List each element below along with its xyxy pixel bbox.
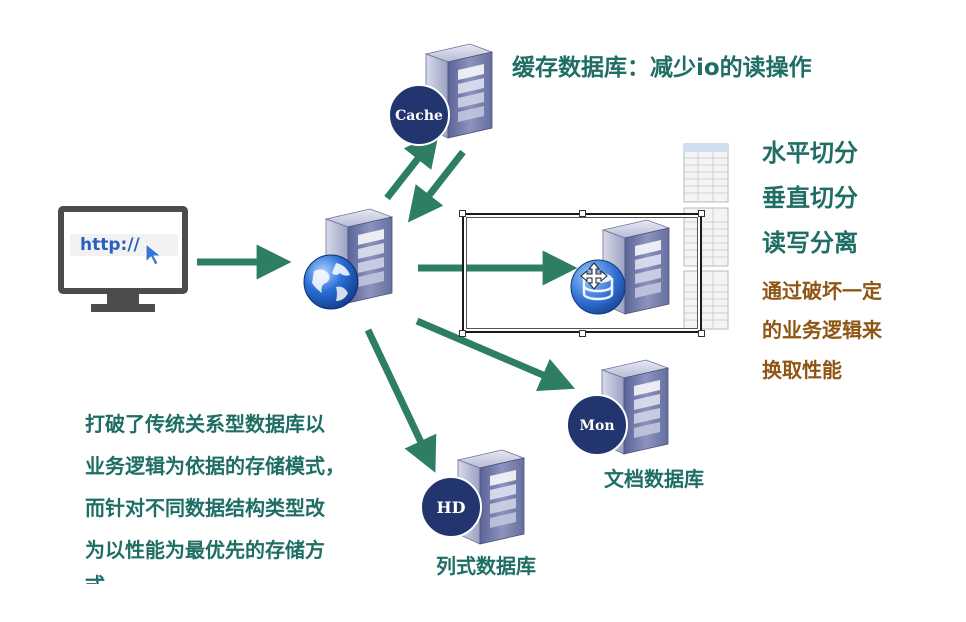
- tradeoff-note-line: 换取性能: [762, 358, 842, 382]
- nosql-description: 打破了传统关系型数据库以 业务逻辑为依据的存储模式， 而针对不同数据结构类型改 …: [0, 0, 420, 584]
- cache-server: Cache: [388, 40, 508, 146]
- spreadsheet-icon: [683, 270, 729, 330]
- spreadsheet-icon: [683, 143, 729, 203]
- selection-handle[interactable]: [459, 330, 466, 337]
- column-db-badge-text: HD: [437, 498, 466, 517]
- document-db-badge: Mon: [566, 394, 628, 456]
- column-db-caption: 列式数据库: [436, 554, 536, 578]
- cache-badge: Cache: [388, 84, 450, 146]
- cursor-icon: [145, 242, 163, 266]
- column-db-server: HD: [420, 446, 540, 554]
- selection-handle[interactable]: [698, 210, 705, 217]
- arrow-cache-to-app: [407, 149, 466, 223]
- client-monitor: http://: [58, 206, 188, 318]
- arrow-app-to-cache: [384, 131, 440, 201]
- cache-badge-text: Cache: [395, 108, 443, 124]
- tradeoff-note-line: 的业务逻辑来: [762, 318, 882, 342]
- description-line: 式: [85, 575, 105, 584]
- sharding-item-read-write: 读写分离: [762, 229, 858, 257]
- move-cursor-icon: [580, 262, 608, 290]
- app-server: [300, 205, 410, 315]
- cache-caption: 缓存数据库：减少io的读操作: [512, 55, 812, 81]
- selection-handle[interactable]: [698, 330, 705, 337]
- arrow-app-to-docdb: [415, 317, 576, 392]
- selection-handle[interactable]: [579, 330, 586, 337]
- sharding-item-horizontal: 水平切分: [762, 139, 858, 167]
- description-line: 业务逻辑为依据的存储模式，: [85, 454, 345, 478]
- description-line: 而针对不同数据结构类型改: [85, 496, 325, 520]
- sharding-item-vertical: 垂直切分: [762, 184, 858, 212]
- arrow-app-to-columndb: [364, 328, 437, 473]
- description-line: 打破了传统关系型数据库以: [85, 412, 325, 436]
- selection-handle[interactable]: [579, 210, 586, 217]
- selection-handle[interactable]: [459, 210, 466, 217]
- document-db-caption: 文档数据库: [604, 467, 704, 491]
- spreadsheet-icon: [683, 207, 729, 267]
- column-db-badge: HD: [420, 476, 482, 538]
- document-db-server: Mon: [566, 356, 686, 464]
- document-db-badge-text: Mon: [579, 418, 614, 434]
- http-text: http://: [80, 235, 140, 255]
- description-line: 为以性能为最优先的存储方: [85, 538, 325, 562]
- tradeoff-note-line: 通过破坏一定: [762, 279, 882, 303]
- globe-icon: [303, 254, 359, 310]
